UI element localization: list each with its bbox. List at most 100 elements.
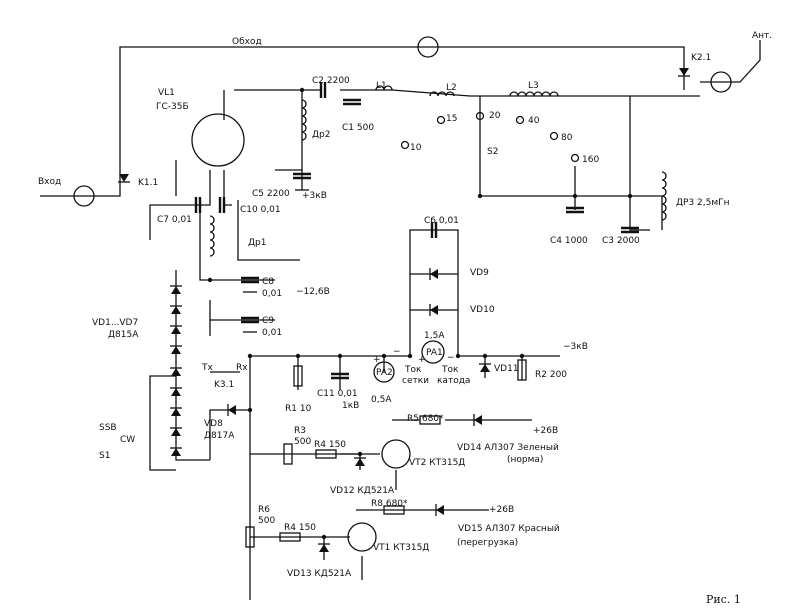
tap-10-terminal-terminal [400,140,410,150]
resistor-r5-body [419,415,441,425]
zener-diode-vd7 [170,407,182,416]
label-vl1: VL1 [158,88,175,98]
label-vd14-note: (норма) [507,455,543,465]
resistor-r1 [293,365,303,387]
label-r4-lower: R4 150 [284,523,316,533]
junction-dot [207,277,213,283]
led-vd15-triangle [436,505,444,515]
wire [409,229,459,356]
label-dr1: Др1 [248,238,266,248]
label-k2-1: K2.1 [691,53,711,63]
junction-dot [407,353,413,359]
zener-diode-vd4 [170,345,182,354]
label-c7: C7 0,01 [157,215,192,225]
zener-diode-vd3-triangle [171,326,181,334]
relay-k2-1-triangle [679,68,689,76]
label-ssb: SSB [99,423,117,433]
diode-vd10 [429,304,438,316]
diode-vd9 [429,268,438,280]
label-c6: C6 0,01 [424,216,459,226]
label-r1: R1 10 [285,404,312,414]
meter-pa1 [421,340,445,364]
choke-dr2 [301,99,307,141]
junction-dot [572,193,578,199]
tap-40-terminal-terminal [515,115,525,125]
capacitor-c3 [621,226,639,234]
junction-dot [627,193,633,199]
choke-dr3-winding [661,171,667,221]
input-connector-body [73,185,95,207]
net-plus-26v-b: +26В [489,505,514,515]
resistor-r4-lower [279,532,301,542]
label-dr3: ДР3 2,5мГн [676,198,730,208]
inductor-l2-winding [429,91,455,97]
label-c8: C8 [262,277,274,287]
label-r3: R3 [294,426,306,436]
junction-dot [295,353,301,359]
resistor-r2-body [517,359,527,381]
zener-diode-vd5-triangle [171,368,181,376]
zener-diode-vd2 [170,305,182,314]
capacitor-c6 [430,222,438,238]
pa1-minus: − [447,353,455,363]
tap-20-terminal [475,111,485,121]
tap-40: 40 [528,116,540,126]
label-c9: C9 [262,316,274,326]
labels: Обход Вход Ант. −12,6В −3кВ +3кВ +26В +2… [38,31,772,606]
junction-dot [455,353,461,359]
label-tx: Tx [201,363,213,373]
choke-dr1 [209,215,215,257]
tap-80-terminal [549,131,559,141]
tube-vl1-body [191,113,245,167]
tap-80-terminal-terminal [549,131,559,141]
choke-dr2-winding [301,99,307,141]
resistor-r1-body [293,365,303,387]
capacitor-c5 [293,172,311,180]
label-vd-chain-1: VD1...VD7 [92,318,138,328]
meter-pa2 [373,361,395,383]
wire [275,169,303,190]
label-rx: Rx [236,363,248,373]
label-r2: R2 200 [535,370,567,380]
diode-vd12-triangle [355,458,365,466]
relay-k1-1 [118,174,130,183]
label-c10: C10 0,01 [240,205,281,215]
tap-20: 20 [489,111,501,121]
resistor-r4-upper [315,449,337,459]
zener-diode-vd8 [170,427,182,436]
label-dr2: Др2 [312,130,330,140]
zener-diode-vd5 [170,367,182,376]
net-minus-12v: −12,6В [296,287,330,297]
junction-dot [357,451,363,457]
label-c11-value: 1кВ [342,401,359,411]
zener-diode-vd4-triangle [171,346,181,354]
inductor-l1 [375,85,393,91]
label-vd13: VD13 КД521А [287,569,352,579]
capacitor-c11 [331,372,349,380]
capacitor-c8 [241,276,259,284]
label-vt2: VT2 КТ315Д [409,458,465,468]
resistor-r6-body [245,526,255,548]
figure-caption: Рис. 1 [706,593,741,606]
label-cw: CW [120,435,135,445]
resistor-r8-body [383,505,405,515]
junction-dot [247,353,253,359]
relay-k2-1 [678,68,690,77]
resistor-r2 [517,359,527,381]
label-vd12: VD12 КД521А [330,486,395,496]
tube-vl1 [191,113,245,167]
resistor-r6 [245,526,255,548]
label-vd8: VD8 [204,419,223,429]
tap-40-terminal [515,115,525,125]
net-bypass: Обход [232,37,262,47]
junction-dot [381,353,387,359]
resistor-r3-body [283,443,293,465]
inductor-l3-winding [509,91,559,97]
label-cathode-current-2: катода [437,376,470,386]
resistor-r5 [419,415,441,425]
inductor-l2 [429,91,455,97]
label-vd9: VD9 [470,268,489,278]
zener-diode-vd7-triangle [171,408,181,416]
label-grid-current-1: Ток [404,365,422,375]
